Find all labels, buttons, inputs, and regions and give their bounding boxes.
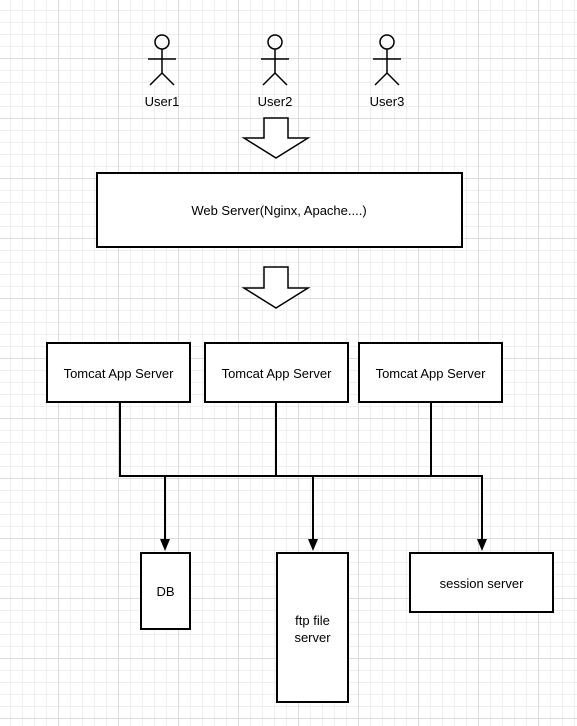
ftp-server-label-line1: ftp file [295, 613, 330, 628]
user-label-1: User1 [145, 94, 180, 109]
user-label-2: User2 [258, 94, 293, 109]
arrowhead-to-db [160, 539, 170, 551]
actor-leg-left [149, 72, 163, 86]
user-label-3: User3 [370, 94, 405, 109]
web-server-box [96, 172, 463, 248]
ftp-server-label-line2: server [294, 630, 331, 645]
actor-head [154, 34, 170, 50]
session-server-box [409, 552, 554, 613]
app-server-label-1: Tomcat App Server [64, 366, 174, 381]
ftp-server-box [276, 552, 349, 703]
session-server-label: session server [440, 576, 524, 591]
user-actor-1 [148, 34, 176, 86]
db-label: DB [156, 584, 174, 599]
db-box [140, 552, 191, 630]
app-server-box-2 [204, 342, 349, 403]
app-server-label-3: Tomcat App Server [376, 366, 486, 381]
user-actor-3 [373, 34, 401, 86]
actor-head [267, 34, 283, 50]
actor-leg-right [161, 72, 175, 86]
flow-arrow-web-to-app [241, 266, 311, 309]
arrowhead-to-session [477, 539, 487, 551]
flow-arrow-users-to-web [241, 117, 311, 159]
user-actor-2 [261, 34, 289, 86]
app-server-label-2: Tomcat App Server [222, 366, 332, 381]
actor-leg-left [374, 72, 388, 86]
actor-leg-right [274, 72, 288, 86]
actor-leg-left [262, 72, 276, 86]
web-server-label: Web Server(Nginx, Apache....) [191, 203, 366, 218]
arrowhead-to-ftp [308, 539, 318, 551]
actor-leg-right [386, 72, 400, 86]
actor-head [379, 34, 395, 50]
app-server-box-1 [46, 342, 191, 403]
